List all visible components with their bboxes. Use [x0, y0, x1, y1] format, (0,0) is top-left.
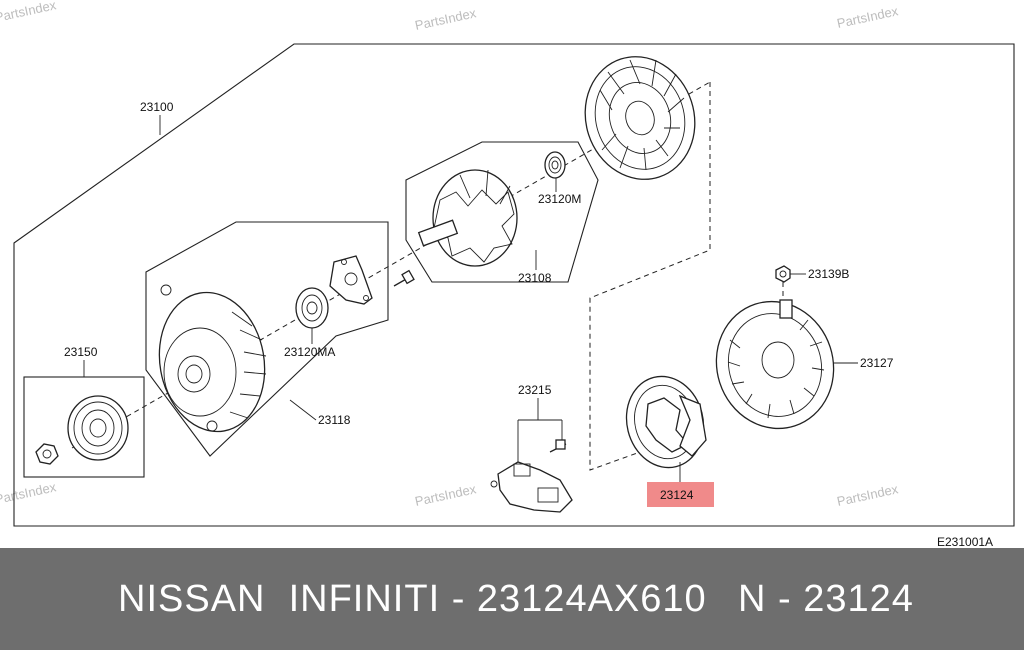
rotor-23108 — [417, 169, 518, 267]
watermark: PartsIndex — [836, 481, 900, 509]
label-23120M: 23120M — [538, 192, 581, 206]
highlight-23124 — [647, 482, 714, 507]
parts-diagram: PartsIndex PartsIndex PartsIndex PartsIn… — [0, 0, 1015, 548]
footer-bar: NISSAN INFINITI - 23124AX610 N - 23124 — [0, 548, 1024, 650]
label-23215: 23215 — [518, 383, 552, 397]
retainer-screw — [393, 269, 415, 287]
regulator-23124 — [625, 375, 707, 469]
watermark: PartsIndex — [0, 479, 58, 507]
label-23139B: 23139B — [808, 267, 849, 281]
brush-screw — [549, 439, 567, 453]
leader-23215 — [517, 398, 563, 466]
label-23124: 23124 — [660, 488, 694, 502]
assembly-frame — [13, 43, 1015, 527]
label-23108: 23108 — [518, 271, 552, 285]
label-23100: 23100 — [140, 100, 174, 114]
bearing-23120MA — [295, 287, 329, 329]
diagram-code: E231001A — [937, 535, 993, 548]
label-23118: 23118 — [318, 413, 351, 427]
bearing-23120M — [544, 151, 566, 179]
pulley-nut — [35, 443, 59, 465]
rear-cover-23127 — [715, 299, 835, 430]
front-housing-23118 — [158, 284, 267, 433]
leader-23118 — [289, 399, 317, 421]
nut-23139B — [775, 265, 791, 283]
watermark: PartsIndex — [836, 3, 900, 31]
guide-line — [589, 82, 711, 471]
part-code: N - 23124 — [738, 578, 914, 620]
pulley-23150 — [67, 395, 129, 461]
label-23120MA: 23120MA — [284, 345, 335, 359]
watermark: PartsIndex — [0, 0, 58, 25]
front-housing-frame — [145, 221, 389, 457]
part-title: NISSAN INFINITI - 23124AX610 — [118, 578, 707, 620]
label-23127: 23127 — [860, 356, 894, 370]
label-23150: 23150 — [64, 345, 98, 359]
watermark: PartsIndex — [414, 5, 478, 33]
rotor-frame — [405, 141, 599, 283]
fan-rotor-end — [584, 56, 696, 180]
brush-holder-23215 — [490, 461, 573, 513]
retainer-plate — [329, 255, 373, 305]
watermark: PartsIndex — [414, 481, 478, 509]
